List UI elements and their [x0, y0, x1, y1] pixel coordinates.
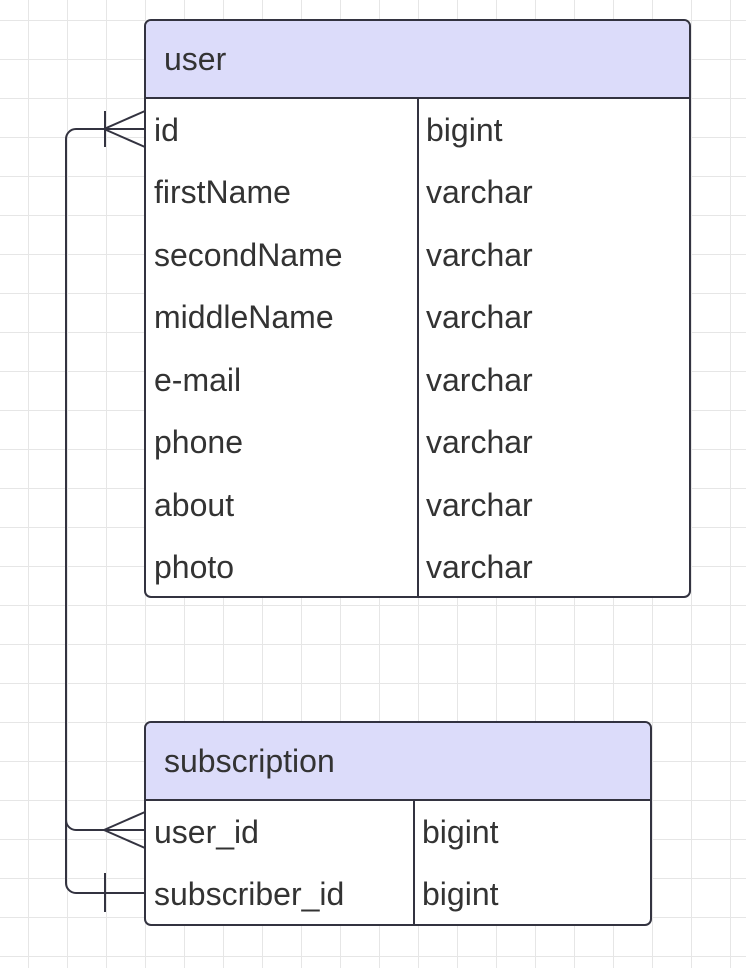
field-type: varchar [426, 361, 533, 398]
field-name: firstName [154, 174, 291, 211]
field-name: id [154, 111, 179, 148]
crows-foot-many-marker [103, 811, 146, 849]
entity-user-fields: id bigint firstName varchar secondName v… [146, 99, 689, 597]
field-row[interactable]: firstName varchar [146, 162, 689, 225]
entity-user-header: user [146, 21, 689, 99]
field-name: subscriber_id [154, 876, 345, 913]
field-row[interactable]: about varchar [146, 474, 689, 537]
entity-user[interactable]: user id bigint firstName varchar secondN… [144, 19, 691, 598]
field-name: photo [154, 549, 235, 586]
field-type: bigint [426, 111, 503, 148]
column-divider [417, 99, 419, 596]
field-type: bigint [422, 813, 499, 850]
relationship-line-user-id-to-subscriber-id [65, 820, 145, 894]
field-row[interactable]: middleName varchar [146, 287, 689, 350]
field-type: varchar [426, 486, 533, 523]
field-row[interactable]: phone varchar [146, 412, 689, 475]
entity-subscription-header: subscription [146, 723, 650, 801]
field-type: varchar [426, 236, 533, 273]
field-type: varchar [426, 174, 533, 211]
entity-user-title: user [164, 40, 227, 77]
field-name: secondName [154, 236, 343, 273]
entity-subscription-title: subscription [164, 742, 335, 779]
crows-foot-one-or-many-marker [103, 110, 146, 148]
column-divider [413, 801, 415, 924]
field-name: user_id [154, 813, 259, 850]
field-type: bigint [422, 876, 499, 913]
field-type: varchar [426, 299, 533, 336]
field-row[interactable]: id bigint [146, 99, 689, 162]
entity-subscription[interactable]: subscription user_id bigint subscriber_i… [144, 721, 652, 926]
field-type: varchar [426, 424, 533, 461]
relationship-line-user-id-to-user-id [65, 128, 145, 831]
field-name: middleName [154, 299, 334, 336]
field-row[interactable]: e-mail varchar [146, 349, 689, 412]
field-row[interactable]: subscriber_id bigint [146, 864, 650, 925]
field-row[interactable]: secondName varchar [146, 224, 689, 287]
field-type: varchar [426, 549, 533, 586]
field-name: e-mail [154, 361, 242, 398]
field-row[interactable]: user_id bigint [146, 801, 650, 864]
field-name: about [154, 486, 235, 523]
field-name: phone [154, 424, 243, 461]
field-row[interactable]: photo varchar [146, 537, 689, 597]
entity-subscription-fields: user_id bigint subscriber_id bigint [146, 801, 650, 925]
